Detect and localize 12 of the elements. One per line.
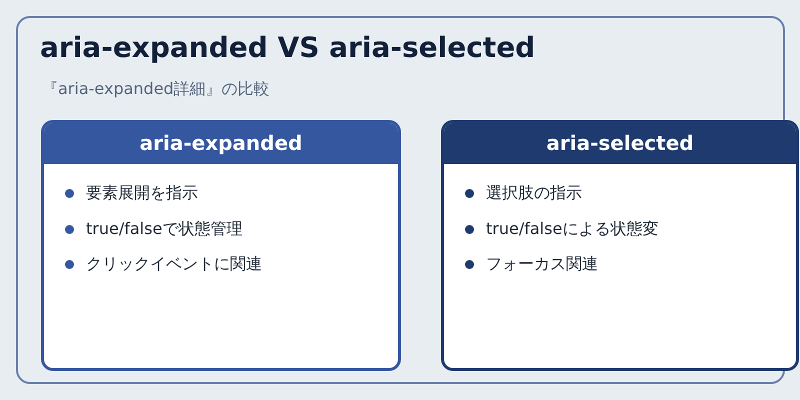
list-item: 選択肢の指示 bbox=[486, 183, 582, 204]
card-header: aria-selected bbox=[444, 123, 796, 164]
subtitle: 『aria-expanded詳細』の比較 bbox=[42, 78, 270, 100]
list-item: フォーカス関連 bbox=[486, 254, 598, 276]
title: aria-expanded VS aria-selected bbox=[40, 30, 536, 66]
comparison-card bbox=[441, 120, 799, 371]
card-header: aria-expanded bbox=[44, 123, 398, 164]
list-item: true/falseで状態管理 bbox=[86, 218, 242, 240]
list-item: クリックイベントに関連 bbox=[86, 254, 262, 276]
list-item: true/falseによる状態変 bbox=[486, 218, 658, 240]
comparison-card bbox=[41, 120, 401, 371]
list-item: 要素展開を指示 bbox=[86, 183, 198, 204]
